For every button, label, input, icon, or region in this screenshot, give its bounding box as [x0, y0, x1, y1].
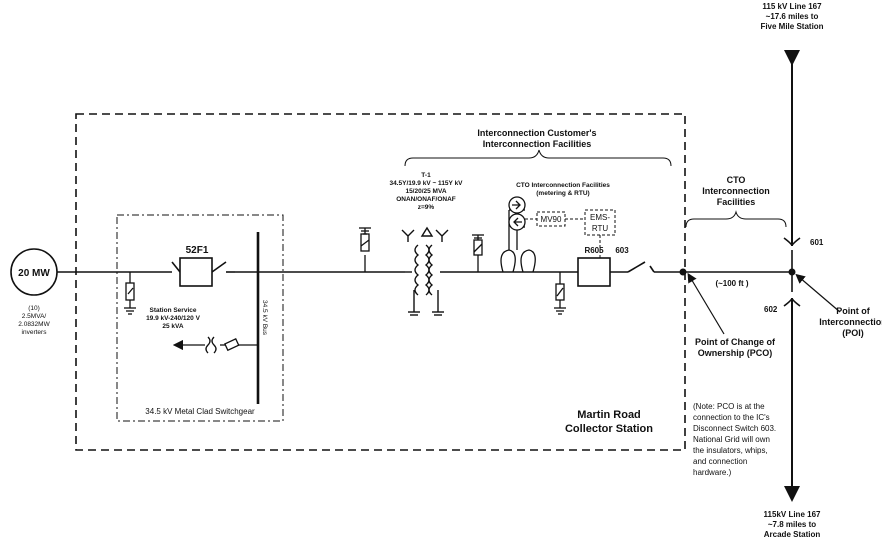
ic-facilities-label: Interconnection Customer's Interconnecti… — [477, 128, 596, 149]
sw603-label: 603 — [615, 246, 629, 255]
r605-label: R605 — [584, 246, 604, 255]
svg-text:RTU: RTU — [592, 224, 609, 233]
switch-601 — [783, 237, 801, 272]
svg-text:T-1: T-1 — [421, 172, 431, 179]
svg-text:Interconnection: Interconnection — [819, 317, 882, 327]
svg-text:ONAN/ONAF/ONAF: ONAN/ONAF/ONAF — [396, 196, 456, 203]
generator-rating: 20 MW — [18, 268, 50, 279]
ems-rtu-box: EMS- RTU — [584, 209, 616, 236]
transformer-t1 — [401, 226, 449, 316]
recloser-r605 — [577, 257, 611, 287]
svg-text:z=9%: z=9% — [418, 204, 435, 211]
svg-text:Point of: Point of — [836, 306, 870, 316]
ic-facilities-brace — [404, 149, 672, 167]
switchgear-boundary — [116, 214, 284, 422]
svg-text:~17.6 miles to: ~17.6 miles to — [766, 12, 819, 21]
svg-text:Ownership (PCO): Ownership (PCO) — [698, 348, 773, 358]
pco-pointer — [687, 272, 725, 335]
sw602-label: 602 — [764, 305, 778, 314]
svg-text:Facilities: Facilities — [717, 197, 756, 207]
bus-label: 34.5 kV Bus — [261, 300, 268, 336]
pco-label: Point of Change of Ownership (PCO) — [695, 337, 776, 358]
line-bottom-label: 115kV Line 167 ~7.8 miles to Arcade Stat… — [764, 510, 821, 539]
surge-arrester-r605 — [554, 272, 566, 315]
svg-text:Interconnection Facilities: Interconnection Facilities — [483, 139, 592, 149]
svg-text:CTO: CTO — [727, 175, 746, 185]
svg-text:Station Service: Station Service — [150, 307, 197, 314]
svg-text:~7.8 miles to: ~7.8 miles to — [768, 520, 816, 529]
pco-node — [679, 268, 687, 276]
svg-text:(Note: PCO is at the: (Note: PCO is at the — [693, 402, 765, 411]
poi-node — [788, 268, 796, 276]
line-top-label: 115 kV Line 167 ~17.6 miles to Five Mile… — [760, 2, 823, 31]
sw601-label: 601 — [810, 238, 824, 247]
station-title: Martin Road Collector Station — [565, 409, 653, 435]
svg-text:(metering & RTU): (metering & RTU) — [536, 190, 589, 197]
poi-pointer — [795, 273, 841, 313]
surge-arrester-gen — [124, 272, 136, 315]
svg-text:inverters: inverters — [22, 329, 48, 336]
svg-text:(10): (10) — [28, 305, 40, 312]
svg-text:CTO Interconnection Facilities: CTO Interconnection Facilities — [516, 182, 610, 189]
svg-text:19.9 kV-240/120 V: 19.9 kV-240/120 V — [146, 315, 201, 322]
svg-text:25 kVA: 25 kVA — [162, 323, 184, 330]
disconnect-switch-603 — [627, 261, 655, 273]
svg-text:Five Mile Station: Five Mile Station — [760, 22, 823, 31]
svg-text:2.0832MW: 2.0832MW — [18, 321, 50, 328]
svg-text:115 kV Line 167: 115 kV Line 167 — [762, 2, 822, 11]
breaker-label: 52F1 — [186, 245, 209, 256]
svg-text:Arcade Station: Arcade Station — [764, 530, 821, 539]
svg-text:MV90: MV90 — [541, 215, 562, 224]
svg-text:Martin Road: Martin Road — [577, 409, 641, 421]
svg-text:Interconnection Customer's: Interconnection Customer's — [477, 128, 596, 138]
cto-facilities-brace — [685, 210, 787, 228]
cto-facilities-label: CTO Interconnection Facilities (metering… — [516, 182, 610, 197]
pco-note: (Note: PCO is at the connection to the I… — [693, 402, 776, 477]
transformer-label: T-1 34.5Y/19.9 kV ~ 115Y kV 15/20/25 MVA… — [389, 172, 463, 211]
svg-text:EMS-: EMS- — [590, 213, 610, 222]
mv90-box: MV90 — [536, 211, 566, 227]
surge-arrester-hv — [359, 227, 371, 272]
cto-facilities-brace-label: CTO Interconnection Facilities — [702, 175, 770, 207]
poi-label: Point of Interconnection (POI) — [819, 306, 882, 338]
svg-text:Point of Change of: Point of Change of — [695, 337, 776, 347]
svg-text:Disconnect Switch 603.: Disconnect Switch 603. — [693, 424, 776, 433]
switchgear-title: 34.5 kV Metal Clad Switchgear — [145, 407, 255, 416]
distance-label: (~100 ft ) — [715, 279, 748, 288]
svg-text:the insulators, whips,: the insulators, whips, — [693, 446, 768, 455]
inverter-note: (10) 2.5MVA/ 2.0832MW inverters — [18, 305, 50, 336]
svg-text:15/20/25 MVA: 15/20/25 MVA — [405, 188, 446, 195]
svg-text:34.5Y/19.9 kV ~ 115Y kV: 34.5Y/19.9 kV ~ 115Y kV — [389, 180, 463, 187]
svg-text:Interconnection: Interconnection — [702, 186, 770, 196]
station-service-transformer — [172, 336, 258, 354]
svg-text:connection to the IC's: connection to the IC's — [693, 413, 770, 422]
station-service-label: Station Service 19.9 kV-240/120 V 25 kVA — [146, 307, 201, 330]
svg-text:2.5MVA/: 2.5MVA/ — [22, 313, 47, 320]
svg-text:Collector Station: Collector Station — [565, 423, 653, 435]
metering-cts — [500, 196, 536, 273]
station-boundary — [75, 113, 686, 451]
svg-text:hardware.): hardware.) — [693, 468, 732, 477]
generator-symbol: 20 MW — [10, 248, 58, 296]
svg-text:and connection: and connection — [693, 457, 747, 466]
surge-arrester-lv — [472, 234, 484, 272]
svg-text:National Grid will own: National Grid will own — [693, 435, 770, 444]
svg-text:115kV Line 167: 115kV Line 167 — [764, 510, 821, 519]
svg-text:(POI): (POI) — [842, 328, 864, 338]
breaker-52f1 — [171, 257, 235, 287]
